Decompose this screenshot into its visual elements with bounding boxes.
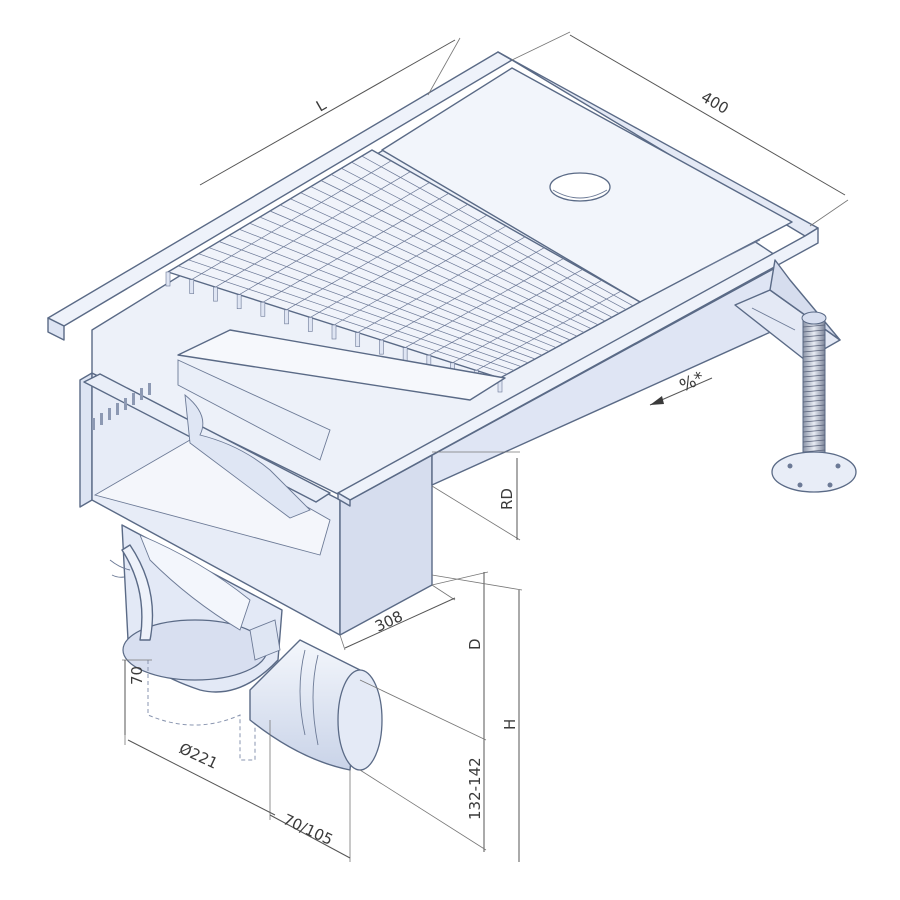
grating-crossbar <box>452 279 602 364</box>
grating-tooth <box>165 271 171 287</box>
thread-line <box>802 444 826 448</box>
thread-line <box>802 419 826 423</box>
cover-hole <box>549 172 611 202</box>
grating-crossbar <box>286 203 468 311</box>
label-d: D <box>466 638 484 650</box>
grating-crossbar <box>357 236 526 333</box>
label-width: 400 <box>698 88 732 118</box>
grating-tooth <box>260 301 266 317</box>
dimension-lines <box>122 31 849 862</box>
grating-tooth <box>402 347 408 363</box>
base-plate <box>771 451 857 493</box>
slot <box>108 408 111 420</box>
thread-line <box>802 414 826 418</box>
thread-line <box>802 434 826 438</box>
top-frame <box>47 51 819 507</box>
support-leg <box>734 259 857 493</box>
thread-line <box>802 394 826 398</box>
label-70: 70 <box>128 666 146 685</box>
grating-tooth <box>307 317 313 332</box>
outlet-pipe-end <box>337 669 383 771</box>
side-slots <box>92 383 151 430</box>
label-rd: RD <box>498 488 516 510</box>
thread-line <box>802 389 826 393</box>
thread-line <box>802 354 826 358</box>
cover-plate <box>381 67 793 303</box>
label-132-142: 132-142 <box>466 757 484 820</box>
thread-line <box>802 329 826 333</box>
thread-line <box>802 344 826 348</box>
slot <box>148 383 151 395</box>
outlet-sump <box>109 524 383 771</box>
thread-line <box>802 404 826 408</box>
thread-line <box>802 424 826 428</box>
slot <box>92 418 95 430</box>
grating-tooth <box>189 279 195 294</box>
grating-crossbar <box>215 171 411 288</box>
internal-weir <box>83 329 506 519</box>
thread-line <box>802 379 826 383</box>
grating-tooth <box>284 309 289 325</box>
grating-crossbar <box>333 225 507 326</box>
rod-thread <box>802 324 826 463</box>
thread-line <box>802 439 826 443</box>
slot <box>140 388 143 400</box>
label-h: H <box>501 719 519 730</box>
grating <box>165 149 641 393</box>
grating-crossbar <box>191 160 392 280</box>
grating-crossbar <box>476 290 622 371</box>
grating-crossbar <box>310 214 488 318</box>
thread-line <box>802 429 826 433</box>
grating-tooth <box>213 286 218 302</box>
grating-crossbar <box>428 269 583 356</box>
grating-crossbar <box>404 258 564 349</box>
label-70-105: 70/105 <box>280 810 335 849</box>
slot <box>100 413 103 425</box>
thread-line <box>802 364 826 368</box>
grating-tooth <box>236 294 242 310</box>
grating-tooth <box>379 339 384 355</box>
grating-crossbar <box>238 182 430 296</box>
thread-line <box>802 409 826 413</box>
grating-crossbar <box>262 193 449 303</box>
slot <box>116 403 119 415</box>
thread-line <box>802 334 826 338</box>
thread-line <box>802 339 826 343</box>
slot <box>132 393 135 405</box>
thread-line <box>802 349 826 353</box>
thread-line <box>802 369 826 373</box>
thread-line <box>802 359 826 363</box>
slot <box>124 398 127 410</box>
grating-tooth <box>355 332 361 347</box>
thread-line <box>802 324 826 328</box>
grating-crossbar <box>381 247 545 341</box>
thread-line <box>802 384 826 388</box>
grating-tooth <box>331 324 337 340</box>
thread-line <box>802 374 826 378</box>
thread-line <box>802 399 826 403</box>
